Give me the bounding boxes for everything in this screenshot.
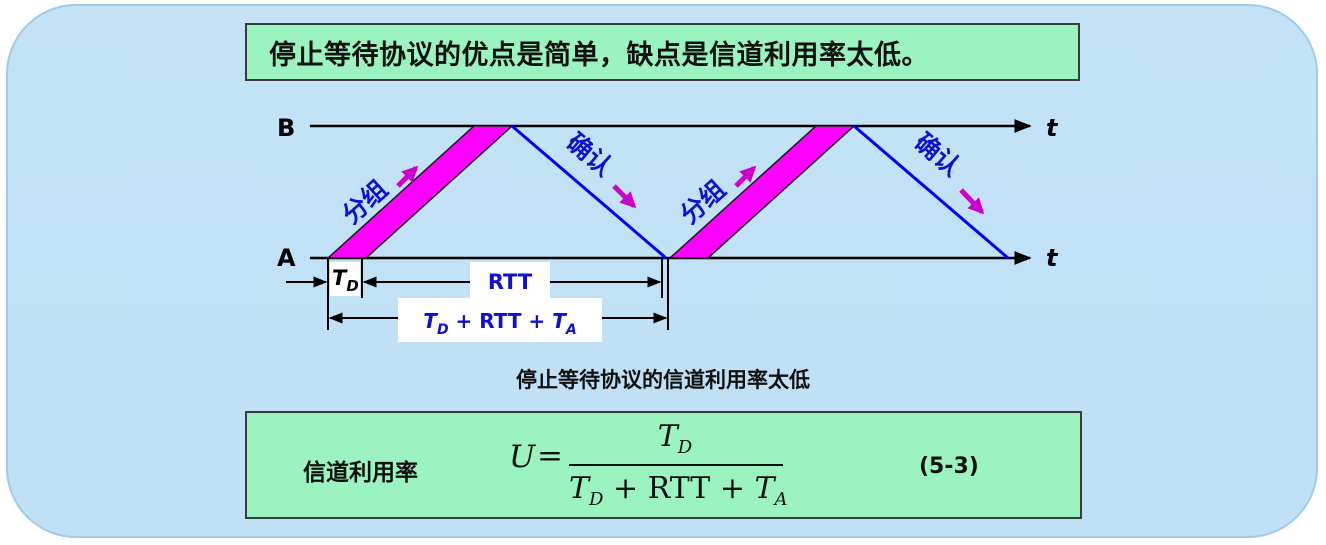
ack-arrow-2: [959, 188, 985, 215]
time-label-b: t: [1046, 114, 1059, 142]
station-a-label: A: [277, 244, 296, 272]
total-label: TD + RTT + TA: [423, 309, 576, 338]
title-text: 停止等待协议的优点是简单，缺点是信道利用率太低。: [269, 39, 929, 71]
rtt-label: RTT: [488, 270, 533, 294]
ack-line-2: [853, 124, 1009, 260]
formula-label: 信道利用率: [303, 460, 418, 486]
dimension-markers: [327, 258, 669, 330]
time-label-a: t: [1046, 244, 1059, 272]
formula-lhs: U: [509, 439, 536, 475]
formula-equals: =: [537, 438, 563, 474]
rtt-label-box: [470, 262, 550, 298]
total-label-box: [398, 298, 602, 342]
td-label-box: [330, 262, 360, 296]
formula-numerator: TD: [657, 419, 693, 458]
station-b-label: B: [277, 114, 295, 142]
formula-box: 信道利用率 U = TD TD + RTT + TA (5-3): [245, 411, 1082, 519]
packet-arrow-2: [734, 165, 757, 188]
fraction-bar: [569, 464, 783, 466]
ack-arrow-1: [612, 184, 637, 209]
title-banner: 停止等待协议的优点是简单，缺点是信道利用率太低。: [245, 23, 1080, 81]
equation-number: (5-3): [919, 454, 979, 479]
ack-line-1: [511, 124, 667, 260]
diagram-caption: 停止等待协议的信道利用率太低: [516, 368, 810, 392]
packet-arrow-1: [396, 165, 419, 188]
formula-denominator: TD + RTT + TA: [569, 471, 788, 510]
td-label: TD: [332, 266, 359, 295]
ack-label-2: 确认: [909, 127, 966, 181]
